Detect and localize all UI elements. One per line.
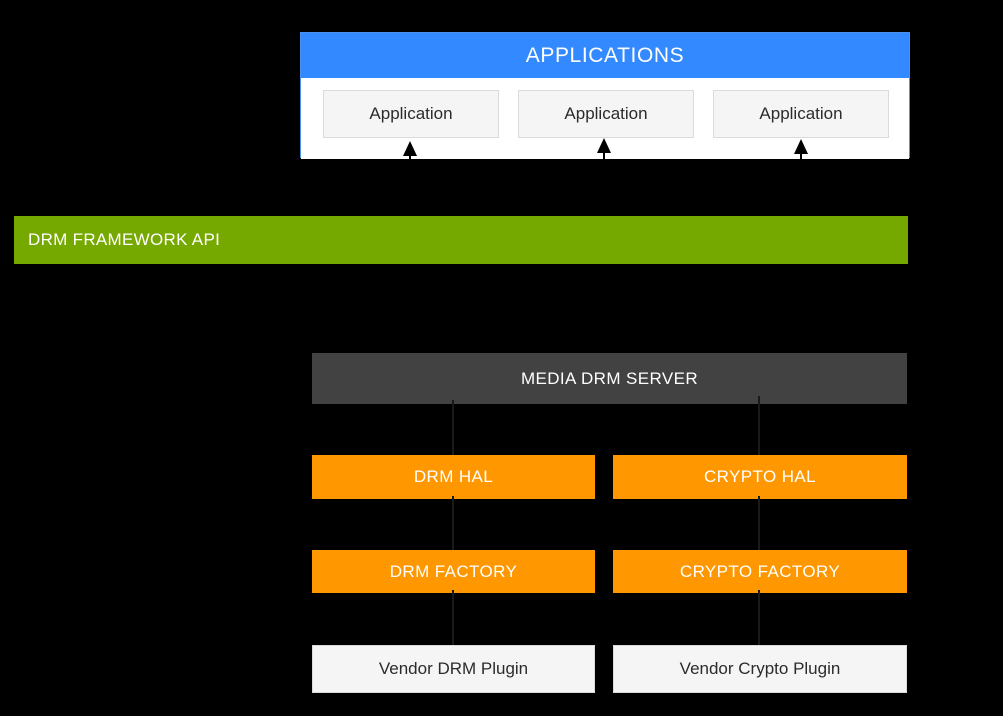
- drm-factory-block: DRM FACTORY: [312, 550, 595, 593]
- arrow-up-app2-icon: [597, 138, 611, 153]
- arrow-up-app3-icon: [794, 139, 808, 154]
- arrow-stem-framework3: [836, 207, 838, 217]
- connector-server-to-crypto-hal: [758, 396, 760, 458]
- application-box-1[interactable]: Application: [323, 90, 499, 138]
- vendor-crypto-plugin-block: Vendor Crypto Plugin: [613, 645, 907, 693]
- crypto-hal-block: CRYPTO HAL: [613, 455, 907, 499]
- vendor-drm-plugin-block: Vendor DRM Plugin: [312, 645, 595, 693]
- arrow-stem-app1: [409, 155, 411, 165]
- arrow-stem-app2: [603, 152, 605, 164]
- application-box-2[interactable]: Application: [518, 90, 694, 138]
- connector-crypto-factory-to-vendor-crypto-plugin: [758, 590, 760, 647]
- connector-server-to-drm-hal: [452, 400, 454, 458]
- arrow-stem-app3: [800, 153, 802, 164]
- crypto-factory-block: CRYPTO FACTORY: [613, 550, 907, 593]
- applications-body: Application Application Application: [301, 78, 909, 159]
- applications-panel: APPLICATIONS Application Application App…: [300, 32, 910, 159]
- arrow-stem-framework2: [603, 202, 605, 212]
- connector-crypto-hal-to-crypto-factory: [758, 496, 760, 552]
- connector-drm-factory-to-vendor-drm-plugin: [452, 590, 454, 647]
- media-drm-server-block: MEDIA DRM SERVER: [312, 353, 907, 404]
- arrow-stem-framework1: [376, 209, 378, 219]
- arrow-up-app1-icon: [403, 141, 417, 156]
- connector-drm-hal-to-drm-factory: [452, 496, 454, 552]
- drm-hal-block: DRM HAL: [312, 455, 595, 499]
- applications-header: APPLICATIONS: [301, 33, 909, 78]
- application-box-3[interactable]: Application: [713, 90, 889, 138]
- drm-framework-api-bar: DRM FRAMEWORK API: [14, 216, 908, 264]
